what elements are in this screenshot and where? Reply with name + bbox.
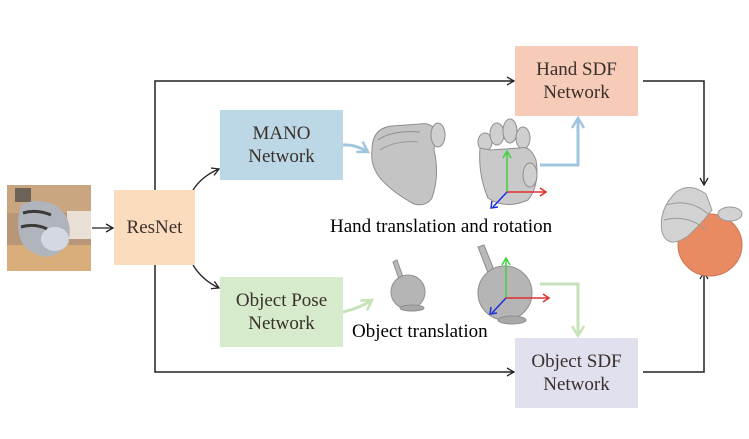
hand-sdf-network-label-line2: Network (543, 82, 610, 103)
arrow-hand-pose-to-hand-sdf (540, 118, 578, 167)
object-pose-network-label-line1: Object Pose (235, 290, 328, 311)
arrow-resnet-to-object-pose (192, 264, 221, 290)
resnet-box: ResNet (114, 190, 195, 265)
resnet-label: ResNet (126, 217, 183, 238)
object-coordinate-axes (489, 256, 551, 315)
arrow-resnet-to-mano (192, 167, 221, 191)
mano-network-label-line1: MANO (252, 123, 311, 144)
object-caption: Object translation (352, 321, 488, 342)
hand-mesh-canonical (371, 122, 446, 206)
mano-network-box: MANO Network (220, 110, 343, 180)
mano-network-label-line2: Network (248, 146, 315, 167)
arrow-object-pose-to-object-mesh (342, 300, 372, 314)
arrow-resnet-to-hand-sdf (154, 76, 516, 190)
object-pose-network-box: Object Pose Network (220, 277, 343, 347)
object-sdf-network-box: Object SDF Network (515, 338, 638, 408)
arrow-object-sdf-to-output (643, 270, 709, 373)
object-mesh-posed (477, 244, 533, 325)
hand-sdf-network-label-line1: Hand SDF (536, 59, 617, 80)
output-reconstruction (660, 187, 743, 277)
object-sdf-network-label-line1: Object SDF (531, 351, 622, 372)
arrow-object-pose-to-object-sdf (540, 282, 578, 336)
input-image (7, 185, 91, 271)
object-sdf-network-label-line2: Network (543, 374, 610, 395)
arrow-mano-to-hand-mesh (342, 145, 368, 154)
object-pose-network-label-line2: Network (248, 313, 315, 334)
object-mesh-canonical (390, 259, 426, 312)
hand-coordinate-axes (490, 149, 548, 209)
arrow-resnet-to-object-sdf (154, 265, 516, 377)
arrow-hand-sdf-to-output (643, 80, 709, 187)
hand-mesh-posed (477, 118, 538, 205)
hand-sdf-network-box: Hand SDF Network (515, 46, 638, 116)
hand-caption: Hand translation and rotation (330, 216, 553, 237)
